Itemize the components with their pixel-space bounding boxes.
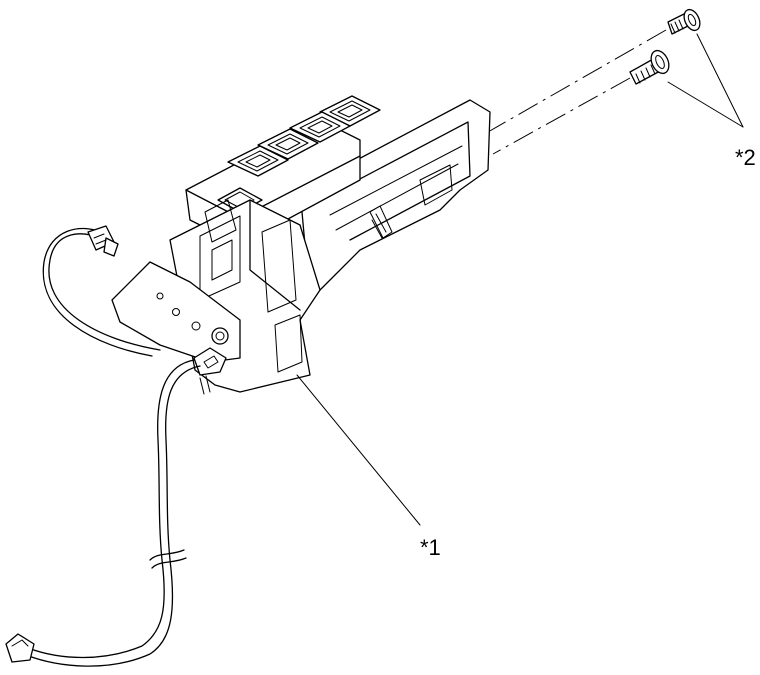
sensor-cable bbox=[42, 225, 161, 357]
main-assembly bbox=[111, 95, 491, 395]
alignment-lines bbox=[487, 29, 667, 155]
screw-upper bbox=[667, 8, 701, 35]
long-harness bbox=[5, 359, 201, 667]
leader-lines bbox=[296, 33, 744, 526]
callout-label-part-1: *1 bbox=[420, 535, 441, 560]
screw-lower bbox=[629, 49, 670, 85]
callout-label-part-2: *2 bbox=[735, 145, 756, 170]
